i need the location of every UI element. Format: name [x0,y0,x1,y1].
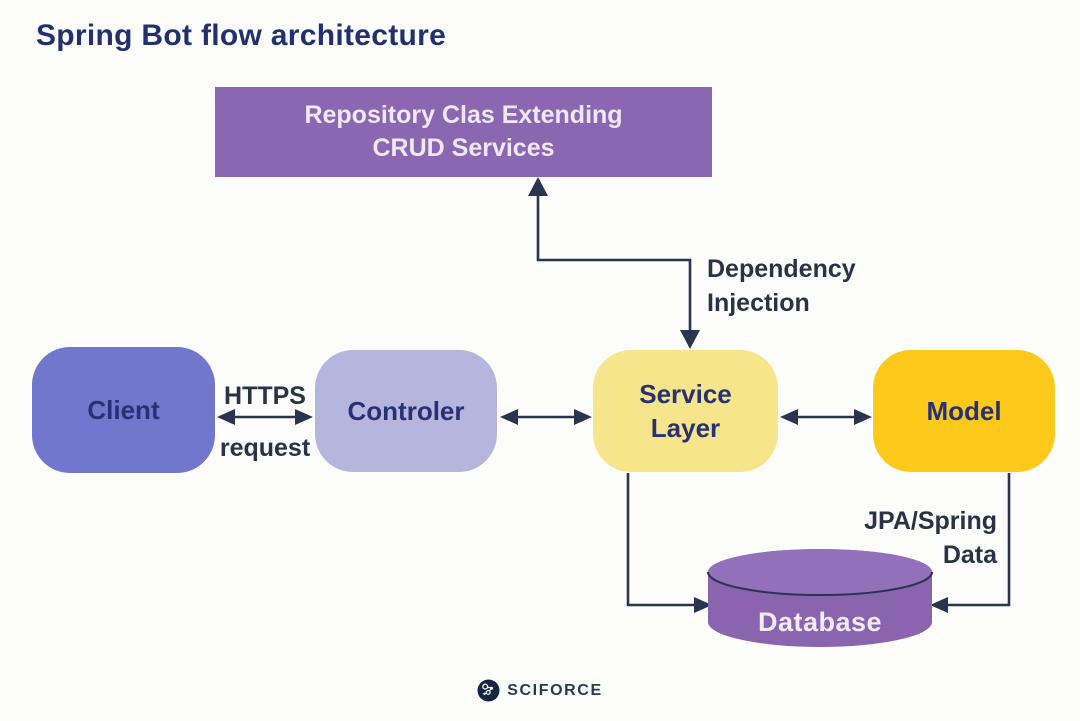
arrowhead-into-database-left [694,597,712,613]
jpa-label-line2: Data [942,541,997,569]
service-label-line1: Service [639,379,732,409]
connector-model-database [948,473,1011,607]
sciforce-logo-icon [477,679,500,702]
database-label: Database [757,607,883,637]
repository-label-line2: CRUD Services [372,134,555,162]
dependency-label-line2: Injection [707,289,810,317]
node-controller: Controler [315,350,497,472]
arrowhead-into-database-right [930,597,948,613]
dependency-label-line1: Dependency [707,255,856,283]
arrowhead-left-controller [500,409,518,425]
arrowhead-left-service [780,409,798,425]
controller-label: Controler [347,395,465,426]
client-label: Client [87,394,160,425]
model-label: Model [926,395,1002,426]
footer-brand: SCIFORCE [0,679,1080,702]
node-model: Model [873,350,1055,472]
edge-label-dependency-injection: Dependency Injection [707,252,856,320]
arrowhead-right-controller [295,409,313,425]
page-title: Spring Bot flow architecture [36,19,447,52]
connector-service-database [626,473,694,607]
connector-dependency-injection [536,192,692,333]
jpa-label-line1: JPA/Spring [864,507,997,535]
arrowhead-up-repository [528,177,548,196]
edge-label-https-request: HTTPS request [216,379,314,465]
service-label-line2: Layer [650,413,721,443]
arrowhead-right-service [574,409,592,425]
arrowhead-left-client [217,409,235,425]
node-service-layer: Service Layer [593,350,778,472]
https-label-line1: HTTPS [224,382,306,410]
arrowhead-right-model [854,409,872,425]
arrowhead-down-service [680,330,700,349]
database-cylinder [707,549,933,647]
node-client: Client [32,347,215,473]
node-repository-class: Repository Clas Extending CRUD Services [215,87,712,177]
https-label-line2: request [219,434,311,462]
sciforce-brand-text: SCIFORCE [507,681,603,699]
edge-label-jpa-spring-data: JPA/Spring Data [850,504,997,572]
repository-label-line1: Repository Clas Extending [304,101,623,129]
